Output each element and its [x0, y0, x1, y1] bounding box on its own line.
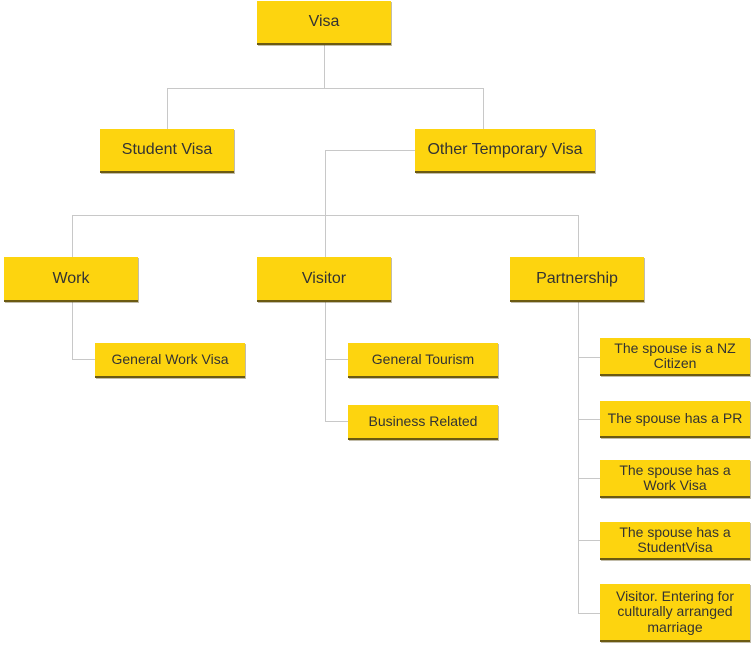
node-general-work-visa: General Work Visa — [95, 343, 245, 378]
connector-line — [483, 88, 484, 129]
connector-line — [324, 44, 325, 88]
node-work: Work — [4, 257, 138, 302]
connector-line — [578, 478, 600, 479]
connector-line — [167, 88, 168, 129]
connector-line — [578, 302, 579, 613]
node-partnership: Partnership — [510, 257, 644, 302]
connector-line — [72, 302, 73, 359]
node-general-tourism: General Tourism — [348, 343, 498, 378]
connector-line — [167, 88, 483, 89]
connector-line — [325, 150, 415, 151]
connector-line — [578, 419, 600, 420]
connector-line — [325, 359, 348, 360]
node-visitor-arranged-marriage: Visitor. Entering for culturally arrange… — [600, 584, 750, 642]
connector-line — [325, 150, 326, 257]
connector-line — [578, 613, 600, 614]
connector-line — [578, 357, 600, 358]
connector-line — [72, 215, 578, 216]
connector-line — [72, 215, 73, 257]
node-business-related: Business Related — [348, 405, 498, 440]
connector-line — [578, 540, 600, 541]
node-spouse-student-visa: The spouse has a StudentVisa — [600, 522, 750, 560]
node-visitor: Visitor — [257, 257, 391, 302]
connector-line — [72, 359, 95, 360]
connector-line — [578, 215, 579, 257]
node-spouse-work-visa: The spouse has a Work Visa — [600, 460, 750, 498]
node-spouse-nz-citizen: The spouse is a NZ Citizen — [600, 338, 750, 376]
connector-line — [325, 421, 348, 422]
node-visa: Visa — [257, 1, 391, 45]
node-student-visa: Student Visa — [100, 129, 234, 173]
connector-line — [325, 302, 326, 421]
node-spouse-pr: The spouse has a PR — [600, 401, 750, 438]
node-other-temporary-visa: Other Temporary Visa — [415, 129, 595, 173]
